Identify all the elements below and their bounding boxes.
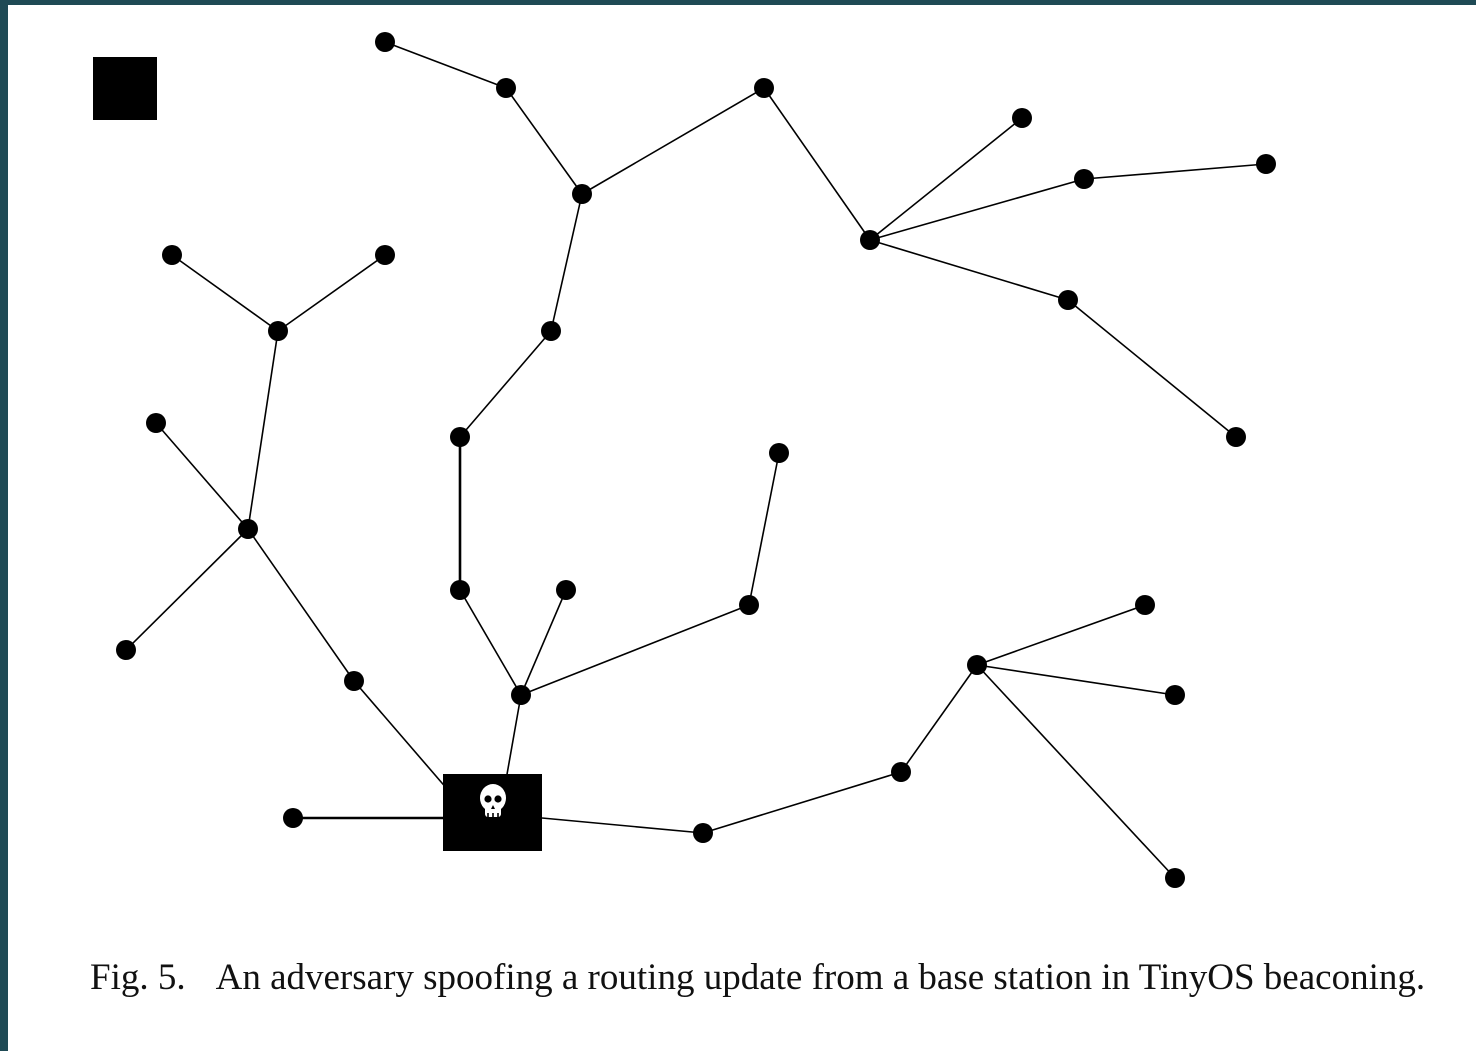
edge (277, 254, 386, 332)
edge (581, 87, 765, 195)
sensor-node (891, 762, 911, 782)
edge (1067, 299, 1237, 438)
sensor-node (450, 580, 470, 600)
edge (247, 330, 279, 530)
edge (763, 87, 871, 241)
sensor-node (268, 321, 288, 341)
sensor-node (496, 78, 516, 98)
edge (869, 239, 1069, 301)
sensor-node (116, 640, 136, 660)
base-station-icon (93, 57, 157, 120)
sensor-node (1165, 868, 1185, 888)
sensor-node (1165, 685, 1185, 705)
figure-page: Fig. 5. An adversary spoofing a routing u… (8, 5, 1476, 1051)
sensor-node (238, 519, 258, 539)
edge (550, 193, 583, 332)
edge (353, 680, 449, 791)
edge (520, 589, 567, 696)
sensor-node (1058, 290, 1078, 310)
edge (505, 87, 583, 195)
edge (702, 771, 902, 834)
sensor-node (1256, 154, 1276, 174)
edge (541, 817, 704, 834)
sensor-node (511, 685, 531, 705)
edge (171, 254, 279, 332)
sensor-node (162, 245, 182, 265)
sensor-node (283, 808, 303, 828)
edge (520, 604, 750, 696)
edge (1083, 163, 1267, 180)
sensor-node (967, 655, 987, 675)
edge (976, 664, 1176, 696)
edge (384, 41, 507, 89)
sensor-node (1135, 595, 1155, 615)
sensor-node (375, 245, 395, 265)
sensor-node (146, 413, 166, 433)
sensor-node (769, 443, 789, 463)
figure-caption: Fig. 5. An adversary spoofing a routing u… (90, 953, 1476, 1003)
adversary-skull-flag-icon (443, 774, 542, 851)
edge (155, 422, 249, 530)
edge (869, 117, 1023, 241)
edge (869, 178, 1085, 241)
edge (125, 528, 249, 651)
sensor-node (375, 32, 395, 52)
caption-label: Fig. 5. (90, 957, 186, 998)
sensor-node (572, 184, 592, 204)
edge (900, 664, 978, 773)
edge (459, 330, 552, 438)
sensor-node (1226, 427, 1246, 447)
sensor-node (556, 580, 576, 600)
edge (748, 452, 780, 606)
edge (247, 528, 355, 682)
routing-tree-diagram (93, 32, 1276, 888)
sensor-node (693, 823, 713, 843)
sensor-node (344, 671, 364, 691)
sensor-node (754, 78, 774, 98)
sensor-nodes (116, 32, 1276, 888)
edge (505, 694, 522, 781)
caption-text: An adversary spoofing a routing update f… (215, 957, 1426, 998)
edge (976, 664, 1176, 879)
sensor-node (1012, 108, 1032, 128)
sensor-node (860, 230, 880, 250)
sensor-node (1074, 169, 1094, 189)
sensor-node (450, 427, 470, 447)
sensor-node (541, 321, 561, 341)
edge (459, 589, 522, 696)
edge (976, 604, 1146, 666)
sensor-node (739, 595, 759, 615)
tree-edges (125, 41, 1267, 879)
